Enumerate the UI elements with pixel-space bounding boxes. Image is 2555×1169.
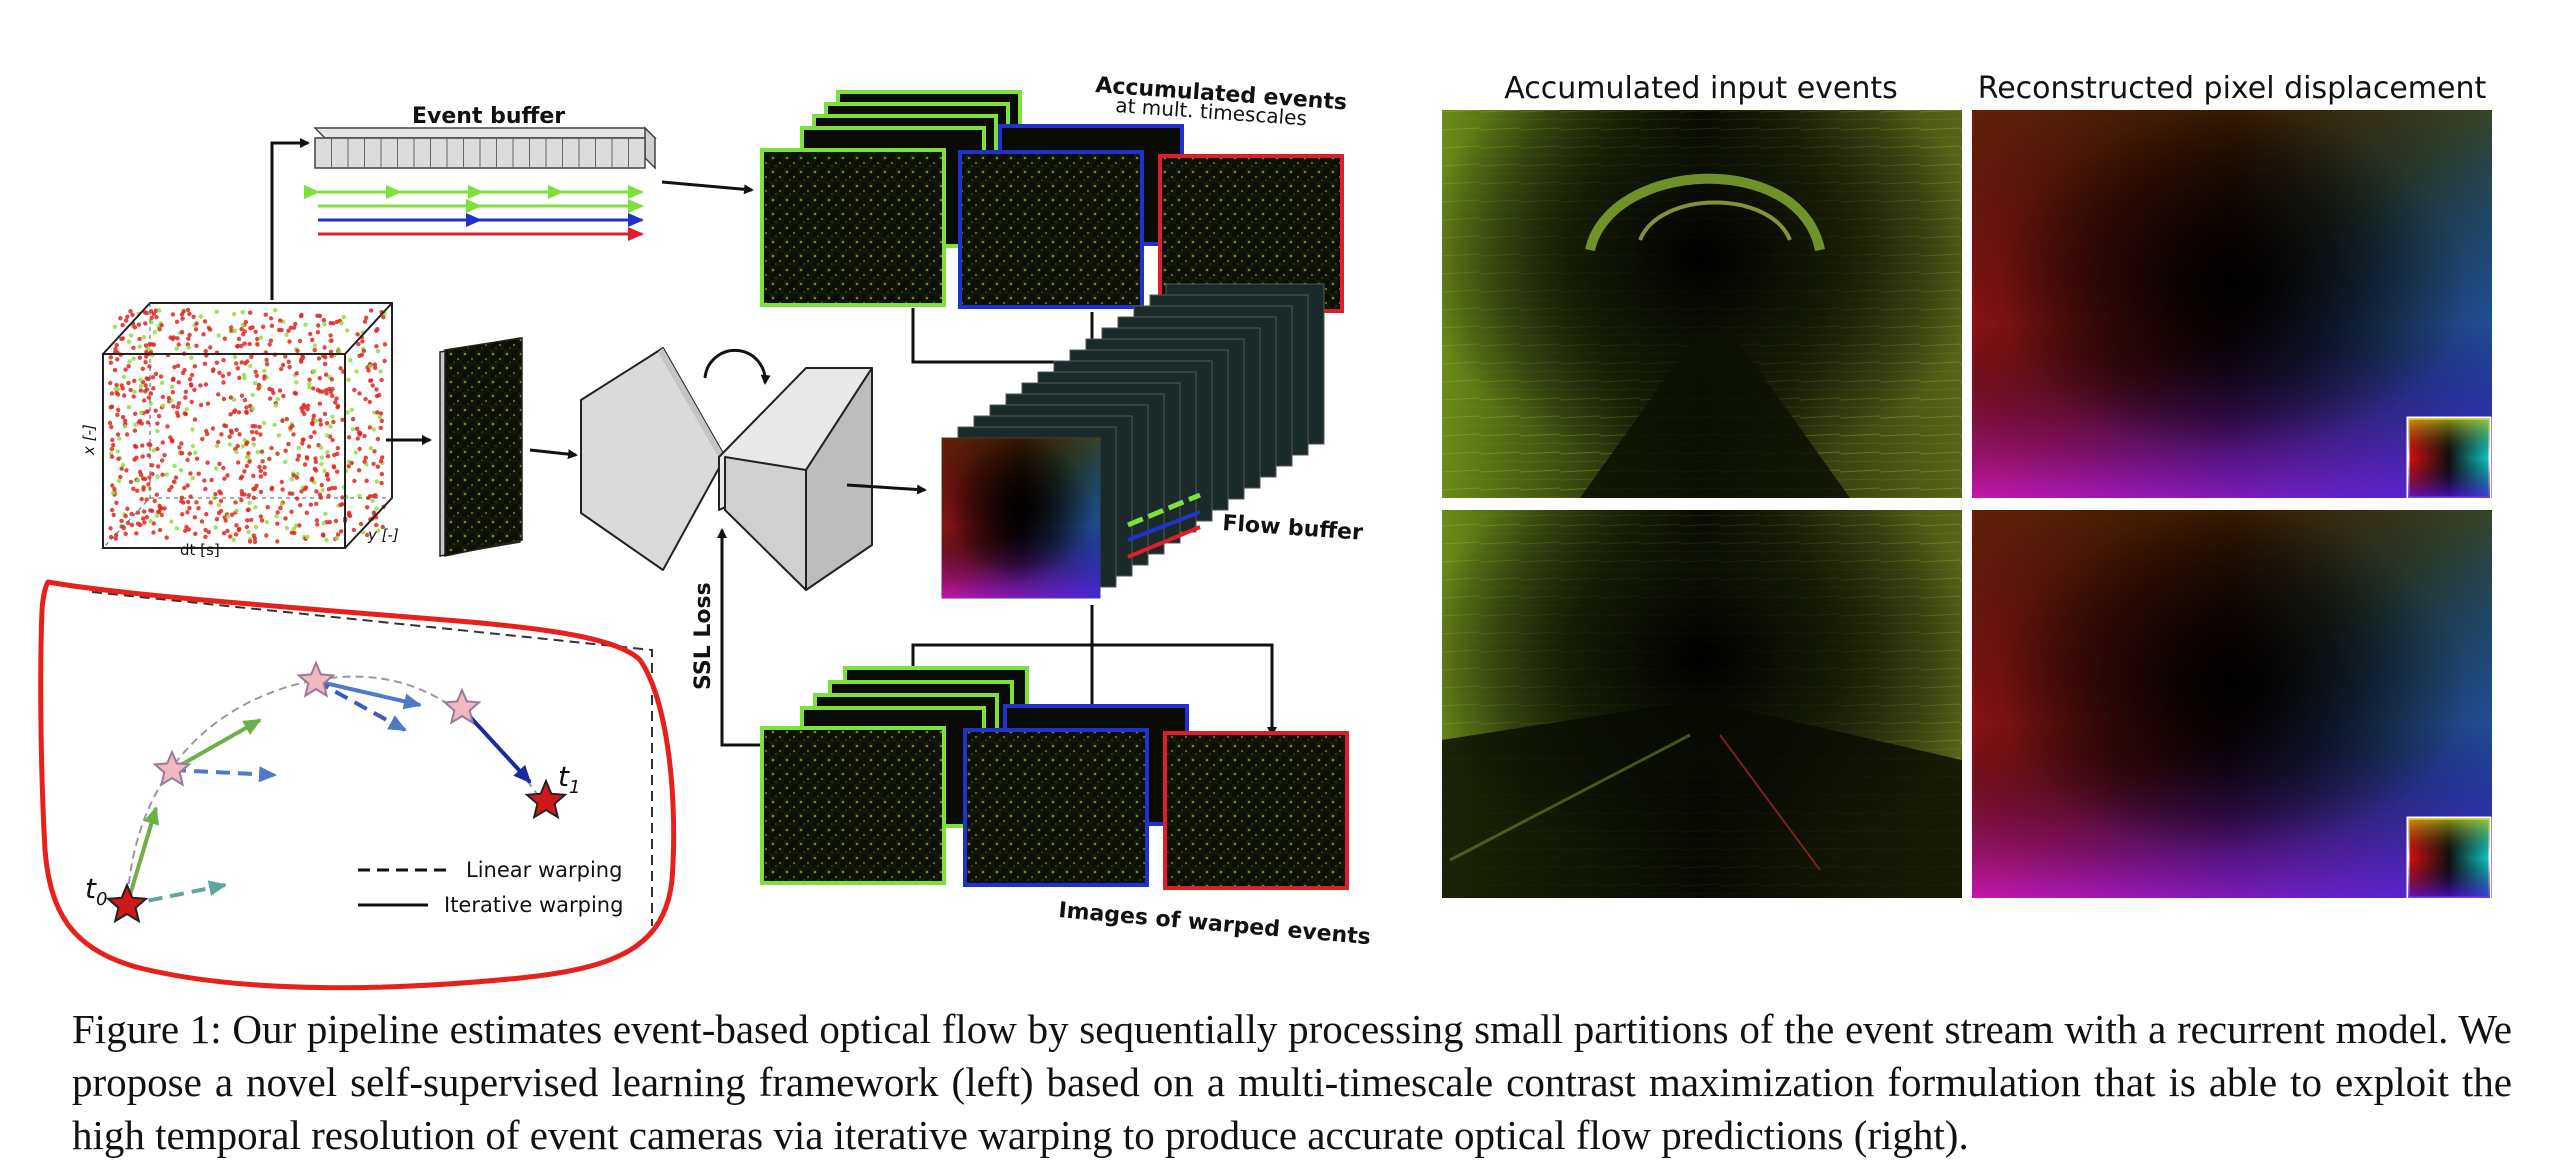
t1-label: t1 bbox=[558, 760, 580, 798]
timescale-arrows bbox=[304, 185, 644, 241]
recurrent-network bbox=[580, 347, 873, 591]
legend-linear-label: Linear warping bbox=[466, 858, 622, 882]
start-star-icon bbox=[105, 882, 149, 924]
ssl-loss-path: SSL Loss bbox=[691, 528, 760, 747]
connector-cube-to-buffer bbox=[270, 138, 310, 300]
figure-caption: Figure 1: Our pipeline estimates event-b… bbox=[72, 1006, 2512, 1158]
ssl-loss-label: SSL Loss bbox=[691, 582, 716, 690]
hand-drawn-annotation-outline bbox=[38, 579, 677, 991]
accumulated-event-images: Accumulated events at mult. timescales bbox=[760, 73, 1348, 313]
connector-buffer-to-images bbox=[661, 180, 754, 195]
panel-left-title: Accumulated input events bbox=[1504, 71, 1898, 106]
t0-label: t0 bbox=[85, 872, 107, 910]
axis-y-label: y [-] bbox=[367, 526, 399, 544]
connector-frame-to-network bbox=[529, 448, 578, 460]
accumulated-events-image-top bbox=[1442, 110, 1962, 498]
input-event-frame bbox=[439, 337, 523, 557]
end-star-icon bbox=[524, 778, 568, 820]
pixel-displacement-image-bottom bbox=[1972, 510, 2492, 900]
color-wheel-legend-top bbox=[2406, 416, 2492, 500]
warping-diagram: t0 t1 Linear warping Iterative warping bbox=[38, 579, 677, 991]
connector-network-to-flow bbox=[846, 483, 927, 495]
warping-legend: Linear warping Iterative warping bbox=[358, 858, 623, 917]
flow-buffer-label: Flow buffer bbox=[1222, 511, 1364, 546]
flow-buffer: Flow buffer bbox=[941, 283, 1364, 599]
axis-x-label: x [-] bbox=[80, 424, 98, 456]
intermediate-star-icon bbox=[442, 687, 482, 725]
results-panels: Accumulated input events Reconstructed p… bbox=[1442, 71, 2492, 900]
event-volume-cube: x [-] dt [s] y [-] bbox=[80, 302, 399, 559]
accumulated-events-image-bottom bbox=[1442, 510, 1962, 898]
event-buffer-label: Event buffer bbox=[412, 104, 565, 129]
legend-iterative-label: Iterative warping bbox=[444, 893, 623, 917]
event-buffer: Event buffer bbox=[313, 104, 657, 170]
intermediate-star-icon bbox=[152, 749, 192, 787]
pixel-displacement-image-top bbox=[1972, 110, 2492, 500]
color-wheel-legend-bottom bbox=[2406, 816, 2492, 900]
axis-dt-label: dt [s] bbox=[180, 541, 220, 559]
warped-event-images: Images of warped events bbox=[760, 666, 1372, 950]
warped-events-label: Images of warped events bbox=[1057, 898, 1371, 950]
intermediate-star-icon bbox=[296, 660, 336, 698]
panel-right-title: Reconstructed pixel displacement bbox=[1978, 71, 2487, 106]
